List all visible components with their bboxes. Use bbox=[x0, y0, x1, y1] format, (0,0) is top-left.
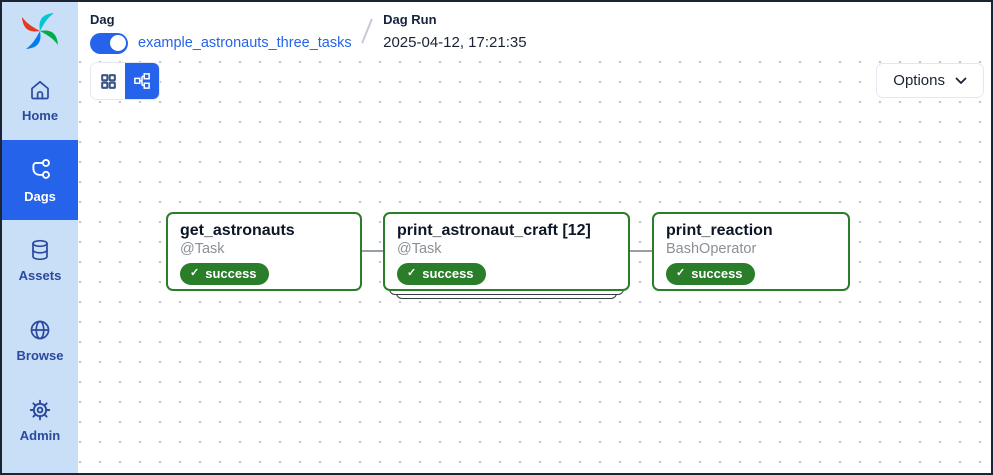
sidebar-item-assets[interactable]: Assets bbox=[2, 220, 78, 300]
dag-icon bbox=[32, 158, 50, 179]
sidebar-item-home[interactable]: Home bbox=[2, 60, 78, 140]
airflow-logo[interactable] bbox=[2, 2, 78, 60]
status-text: success bbox=[691, 265, 743, 281]
grid-icon bbox=[100, 73, 116, 89]
database-icon bbox=[32, 239, 48, 260]
graph-icon bbox=[134, 73, 150, 89]
task-node-get_astronauts[interactable]: get_astronauts @Task ✓ success bbox=[166, 212, 362, 291]
edge-get_astronauts-to-print_astronaut_craft bbox=[362, 250, 384, 252]
options-dropdown-button[interactable]: Options bbox=[876, 63, 984, 98]
dag-name-link[interactable]: example_astronauts_three_tasks bbox=[138, 35, 352, 52]
sidebar-item-label: Dags bbox=[24, 188, 56, 204]
gear-icon bbox=[29, 399, 51, 420]
breadcrumb: Dag example_astronauts_three_tasks Dag R… bbox=[78, 2, 991, 58]
sidebar-item-dags[interactable]: Dags bbox=[2, 140, 78, 220]
sidebar-item-label: Admin bbox=[19, 427, 61, 443]
task-title: print_reaction bbox=[666, 222, 773, 239]
sidebar-item-label: Home bbox=[21, 107, 59, 123]
status-text: success bbox=[205, 265, 257, 281]
airflow-pinwheel-icon bbox=[22, 13, 58, 49]
dag-run-breadcrumb-group: Dag Run 2025-04-12, 17:21:35 bbox=[383, 12, 526, 51]
task-node-print_astronaut_craft[interactable]: print_astronaut_craft [12] @Task ✓ succes… bbox=[383, 212, 630, 291]
dag-breadcrumb-group: Dag example_astronauts_three_tasks bbox=[90, 12, 352, 54]
edge-print_astronaut_craft-to-print_reaction bbox=[629, 250, 653, 252]
check-icon: ✓ bbox=[190, 266, 200, 279]
main-area: Dag example_astronauts_three_tasks Dag R… bbox=[78, 2, 991, 473]
task-node-print_reaction[interactable]: print_reaction BashOperator ✓ success bbox=[652, 212, 850, 291]
dag-run-label: Dag Run bbox=[383, 12, 437, 27]
graph-canvas[interactable]: Options get_astronauts @Task ✓ success pr… bbox=[78, 58, 991, 473]
dag-run-timestamp: 2025-04-12, 17:21:35 bbox=[383, 33, 527, 51]
sidebar: Home Dags Assets Browse bbox=[2, 2, 78, 473]
grid-view-button[interactable] bbox=[91, 63, 125, 99]
sidebar-item-label: Browse bbox=[16, 347, 64, 363]
status-badge: ✓ success bbox=[180, 262, 269, 285]
chevron-down-icon bbox=[955, 77, 967, 84]
dag-pause-toggle[interactable] bbox=[90, 32, 128, 54]
sidebar-item-browse[interactable]: Browse bbox=[2, 300, 78, 380]
status-text: success bbox=[422, 265, 474, 281]
check-icon: ✓ bbox=[407, 266, 417, 279]
sidebar-item-admin[interactable]: Admin bbox=[2, 380, 78, 460]
task-operator: BashOperator bbox=[666, 241, 757, 258]
dag-label: Dag bbox=[90, 12, 115, 27]
status-badge: ✓ success bbox=[666, 262, 755, 285]
view-toggle bbox=[90, 62, 160, 100]
globe-icon bbox=[30, 320, 50, 339]
breadcrumb-separator bbox=[360, 18, 372, 44]
task-title: print_astronaut_craft [12] bbox=[397, 222, 591, 239]
task-title: get_astronauts bbox=[180, 222, 295, 239]
task-operator: @Task bbox=[397, 241, 442, 258]
home-icon bbox=[31, 80, 49, 99]
sidebar-item-label: Assets bbox=[18, 267, 62, 283]
toggle-knob bbox=[109, 35, 126, 52]
check-icon: ✓ bbox=[676, 266, 686, 279]
task-operator: @Task bbox=[180, 241, 225, 258]
graph-view-button[interactable] bbox=[125, 63, 159, 99]
status-badge: ✓ success bbox=[397, 262, 486, 285]
options-label: Options bbox=[893, 72, 945, 89]
